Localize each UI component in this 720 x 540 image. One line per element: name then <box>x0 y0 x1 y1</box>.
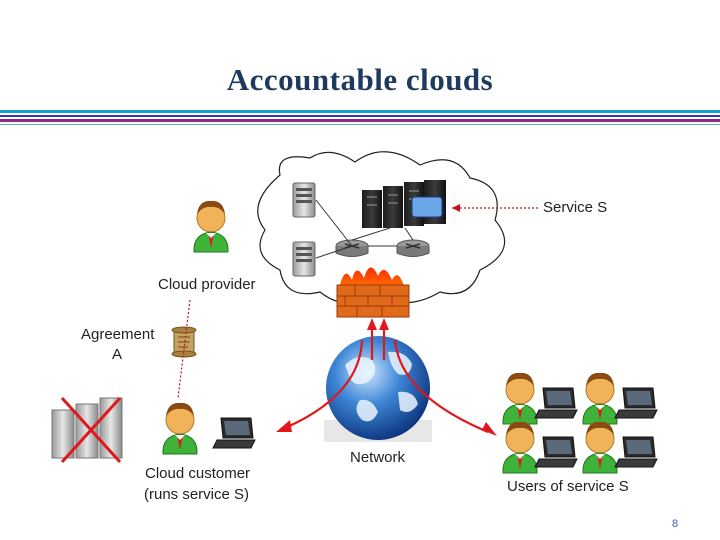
cloud-customer-person-icon <box>162 402 198 455</box>
server-rack-icon <box>362 180 446 228</box>
title-rule-purple <box>0 119 720 122</box>
service-label: Service S <box>543 199 608 216</box>
cloud-provider-label: Cloud provider <box>158 276 256 293</box>
cloud-customer-label-line1: Cloud customer <box>145 465 251 482</box>
user-laptop-icon <box>534 387 578 419</box>
cloud-outline <box>257 151 506 305</box>
scroll-icon <box>171 326 197 358</box>
users-label: Users of service S <box>507 478 629 495</box>
agreement-dotted-line <box>177 299 191 399</box>
cloud-server-icon <box>292 241 316 277</box>
router-icon <box>335 239 369 258</box>
cloud-provider-person-icon <box>193 200 229 253</box>
router-icon <box>396 239 430 258</box>
firewall-icon <box>336 267 410 318</box>
title-rule-cyan <box>0 110 720 113</box>
user-person-icon <box>582 372 618 425</box>
user-laptop-icon <box>534 436 578 468</box>
title-rule-blue <box>0 115 720 117</box>
agreement-label-line2: A <box>112 346 123 363</box>
user-laptop-icon <box>614 436 658 468</box>
globe-icon <box>324 336 432 442</box>
network-label: Network <box>350 449 406 466</box>
cloud-customer-label-line2: (runs service S) <box>144 486 250 503</box>
cloud-server-icon <box>292 182 316 218</box>
user-person-icon <box>582 421 618 474</box>
user-laptop-icon <box>614 387 658 419</box>
crossed-out-server-icon <box>51 396 123 464</box>
title-rule-teal <box>0 124 720 125</box>
page-number: 8 <box>672 518 679 530</box>
user-person-icon <box>502 421 538 474</box>
user-person-icon <box>502 372 538 425</box>
slide-title: Accountable clouds <box>226 62 494 97</box>
agreement-label-line1: Agreement <box>81 326 155 343</box>
customer-laptop-icon <box>212 417 256 449</box>
